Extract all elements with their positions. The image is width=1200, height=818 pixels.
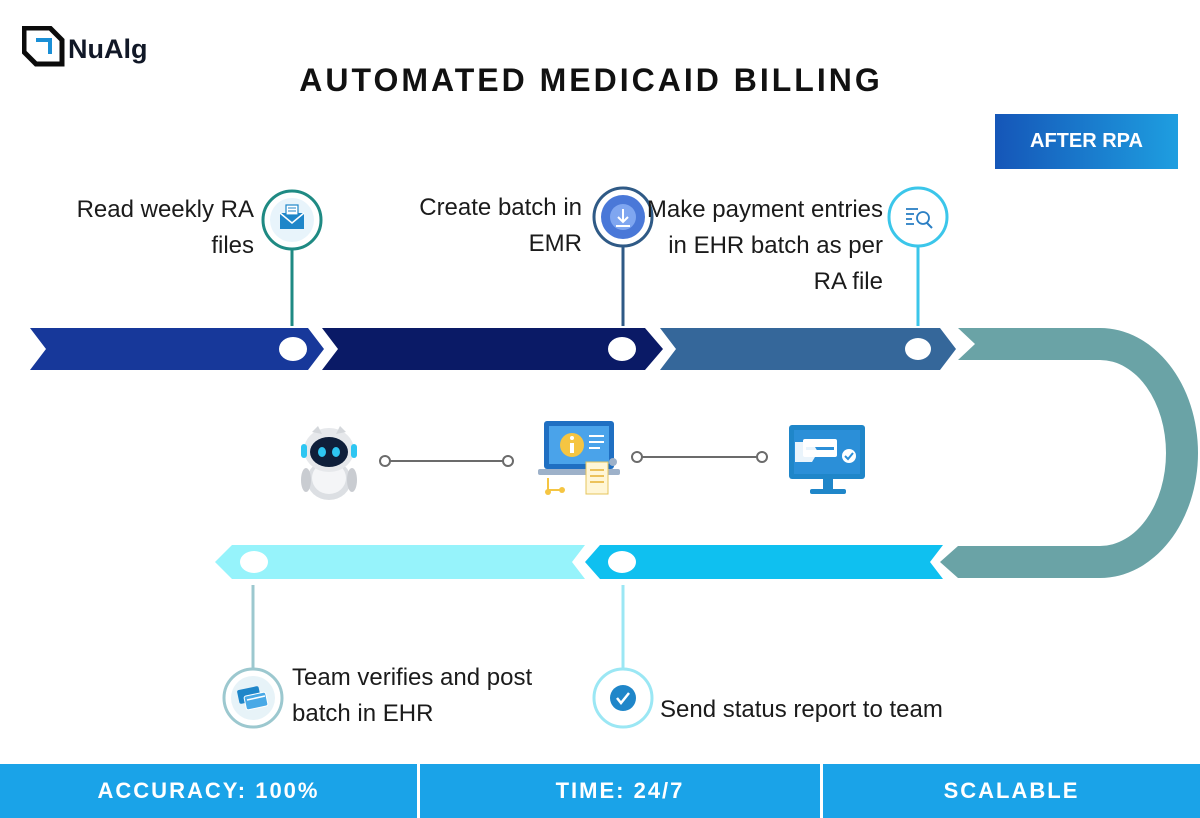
timeline-arrow-2 bbox=[322, 328, 663, 370]
timeline-arrow-5 bbox=[215, 545, 585, 579]
time-metric: TIME: 24/7 bbox=[420, 764, 820, 818]
metrics-footer: ACCURACY: 100% TIME: 24/7 SCALABLE bbox=[0, 764, 1200, 818]
page-title: AUTOMATED MEDICAID BILLING bbox=[299, 62, 883, 98]
robot-icon bbox=[301, 426, 357, 500]
timeline-node-3 bbox=[905, 338, 931, 360]
timeline-node-1 bbox=[279, 337, 307, 361]
credit-card-icon bbox=[222, 667, 284, 729]
scalable-metric: SCALABLE bbox=[823, 764, 1200, 818]
timeline-arrow-4 bbox=[585, 545, 943, 579]
after-rpa-badge: AFTER RPA bbox=[995, 114, 1178, 169]
connector-2 bbox=[631, 451, 768, 463]
timeline-arrow-1 bbox=[30, 328, 324, 370]
checkmark-icon bbox=[592, 667, 654, 729]
timeline-node-5 bbox=[608, 551, 636, 573]
envelope-icon bbox=[261, 189, 323, 251]
info-document-icon bbox=[538, 421, 620, 495]
nualg-logo: NuAlg bbox=[22, 26, 162, 70]
document-search-icon bbox=[887, 186, 949, 248]
step-label-read-ra-files: Read weekly RA files bbox=[76, 196, 254, 259]
curve-connector bbox=[940, 328, 1198, 578]
timeline-node-2 bbox=[608, 337, 636, 361]
monitor-payment-icon bbox=[789, 425, 865, 494]
step-label-status-report: Send status report to team bbox=[660, 696, 943, 723]
step-label-team-verifies: Team verifies and post batch in EHR bbox=[292, 664, 533, 727]
accuracy-metric: ACCURACY: 100% bbox=[0, 764, 417, 818]
logo-mark-icon bbox=[22, 26, 65, 67]
step-label-payment-entries: Make payment entries in EHR batch as per… bbox=[646, 196, 883, 295]
timeline-arrow-3 bbox=[660, 328, 956, 370]
logo-text: NuAlg bbox=[68, 34, 148, 64]
download-icon bbox=[592, 186, 654, 248]
timeline-node-4 bbox=[240, 551, 268, 573]
step-label-create-batch: Create batch in EMR bbox=[419, 194, 582, 257]
connector-1 bbox=[379, 455, 514, 467]
